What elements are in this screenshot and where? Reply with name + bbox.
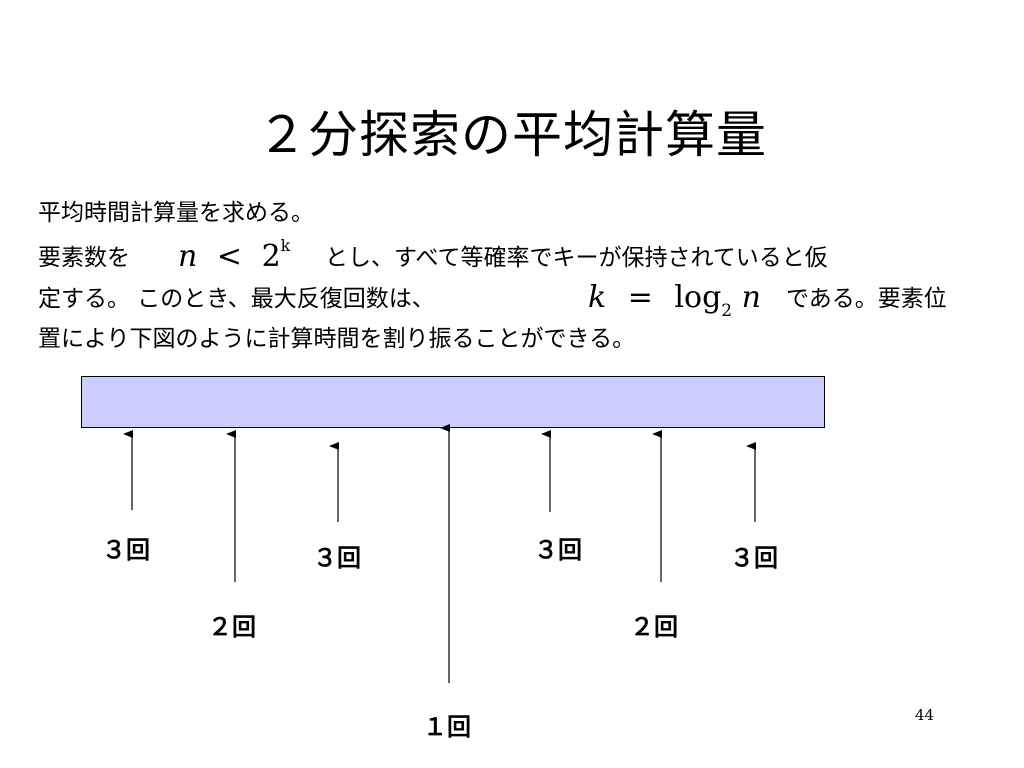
math-n: n [178, 239, 198, 274]
count-label-pos-5: ３回 [534, 536, 582, 564]
math-k-exponent: k [280, 236, 291, 255]
body-line-3-end: である。要素位 [786, 286, 947, 312]
math-n-arg: n [741, 280, 761, 315]
body-line-3-start: 定する。 このとき、最大反復回数は、 [38, 286, 435, 312]
array-bar [81, 376, 825, 428]
count-label-pos-6: ２回 [630, 613, 678, 641]
math-two: 2 [261, 239, 281, 274]
count-label-pos-4: １回 [423, 713, 471, 741]
math-n-lt-2k: n < 2k [178, 232, 290, 275]
slide-title: ２分探索の平均計算量 [257, 106, 767, 164]
math-equals: = [627, 280, 653, 315]
body-line-1: 平均時間計算量を求める。 [38, 200, 314, 226]
count-label-pos-3: ３回 [313, 544, 361, 572]
math-less-than: < [216, 239, 243, 274]
body-line-2-end: とし、すべて等確率でキーが保持されていると仮 [325, 245, 828, 271]
math-k: k [588, 280, 607, 315]
page-number: 44 [915, 706, 935, 724]
body-line-4: 置により下図のように計算時間を割り振ることができる。 [38, 326, 636, 352]
math-log-base: 2 [721, 301, 733, 321]
count-label-pos-7: ３回 [730, 544, 778, 572]
math-k-eq-log2n: k = log2 n [588, 280, 761, 327]
count-label-pos-1: ３回 [102, 536, 150, 564]
math-log: log [674, 280, 722, 315]
body-line-2-start: 要素数を [38, 245, 130, 271]
count-label-pos-2: ２回 [208, 613, 256, 641]
